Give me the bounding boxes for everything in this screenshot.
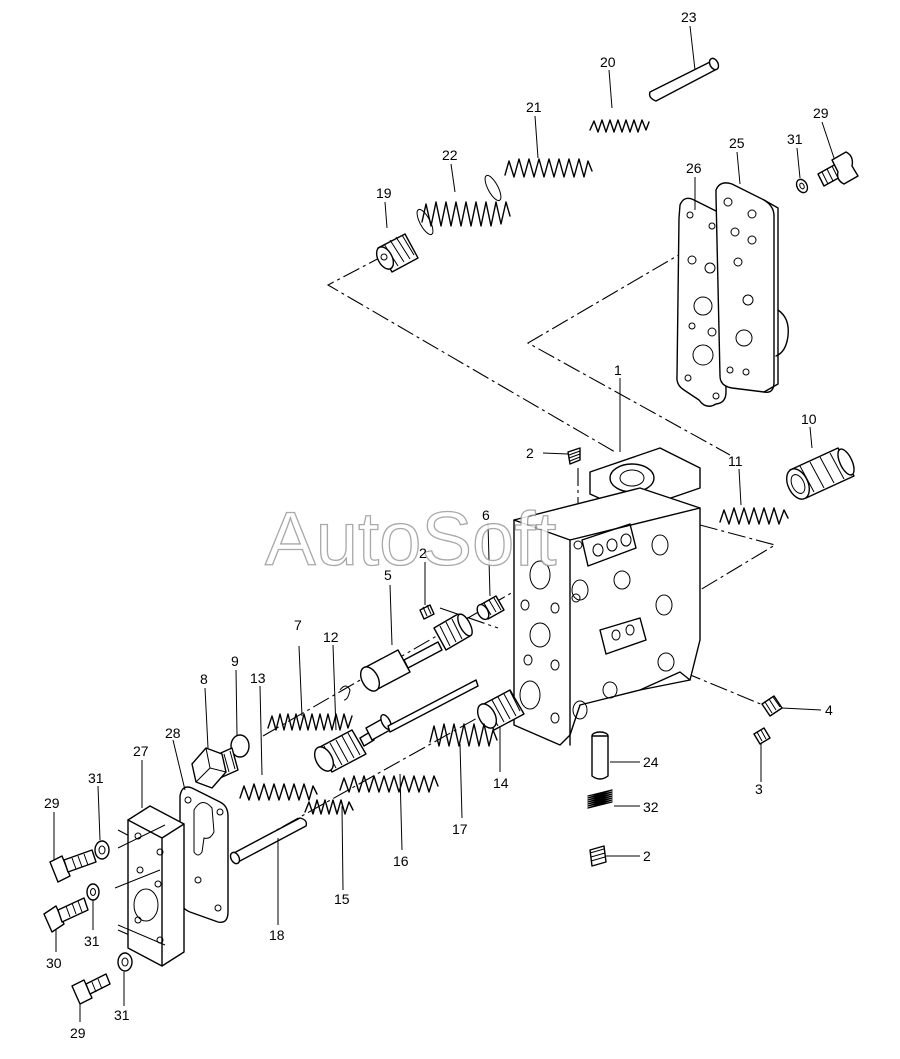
label-2-mid: 2 bbox=[419, 545, 427, 561]
part-2-plug-bottom bbox=[589, 845, 607, 867]
part-19-plug bbox=[375, 233, 419, 273]
cover-upper-right bbox=[676, 182, 789, 407]
label-27: 27 bbox=[133, 743, 149, 759]
watermark-text: AutoSoft bbox=[265, 497, 557, 582]
label-24: 24 bbox=[643, 754, 659, 770]
bolt-30-left bbox=[43, 897, 89, 933]
part-3-plug bbox=[753, 727, 771, 745]
label-11: 11 bbox=[728, 453, 743, 469]
label-28: 28 bbox=[165, 725, 181, 741]
label-15: 15 bbox=[334, 891, 350, 907]
label-6: 6 bbox=[482, 507, 490, 523]
part-10-plug bbox=[785, 447, 855, 500]
label-26: 26 bbox=[686, 160, 702, 176]
part-28-gasket bbox=[179, 786, 229, 923]
label-32: 32 bbox=[643, 799, 659, 815]
part-5-spool bbox=[359, 613, 473, 692]
leader-lines bbox=[53, 25, 835, 1022]
label-30: 30 bbox=[46, 955, 62, 971]
spool-group-upper bbox=[375, 57, 720, 273]
label-31-bottom: 31 bbox=[114, 1007, 130, 1023]
washers-31-lower bbox=[86, 840, 133, 972]
part-32-spring bbox=[587, 789, 613, 809]
part-23-rod bbox=[648, 57, 720, 102]
label-29-upper: 29 bbox=[813, 105, 829, 121]
part-2-plug-mid bbox=[419, 604, 435, 620]
part-26-gasket bbox=[676, 197, 727, 407]
label-29-bottom: 29 bbox=[70, 1025, 86, 1041]
part-25-cover bbox=[715, 182, 775, 393]
label-22: 22 bbox=[442, 147, 458, 163]
label-25: 25 bbox=[729, 135, 745, 151]
bolt-29-left bbox=[49, 849, 97, 883]
label-7: 7 bbox=[294, 617, 302, 633]
label-13: 13 bbox=[250, 670, 266, 686]
label-31-mid: 31 bbox=[84, 933, 100, 949]
label-14: 14 bbox=[493, 775, 509, 791]
label-9: 9 bbox=[231, 653, 239, 669]
label-10: 10 bbox=[801, 411, 817, 427]
part-2-plug-top bbox=[567, 447, 581, 465]
part-9-oring bbox=[230, 734, 250, 758]
label-19: 19 bbox=[376, 185, 392, 201]
label-5: 5 bbox=[384, 567, 392, 583]
part-27-cover bbox=[127, 805, 185, 967]
part-7-spring bbox=[267, 713, 353, 731]
bolt-29-upper bbox=[795, 151, 859, 194]
part-labels: 1 2 2 2 3 4 5 6 7 8 9 10 11 12 13 14 15 … bbox=[44, 9, 833, 1041]
part-18-rod bbox=[229, 817, 308, 865]
part-6-plug bbox=[476, 595, 505, 621]
bolt-guides bbox=[114, 824, 166, 946]
label-29-left: 29 bbox=[44, 795, 60, 811]
part-24-pin bbox=[591, 731, 609, 780]
label-1: 1 bbox=[614, 362, 622, 378]
part-1-valve-body bbox=[513, 447, 701, 746]
label-31-upper: 31 bbox=[787, 131, 803, 147]
part-21-spring bbox=[504, 158, 593, 178]
part-16-spring bbox=[339, 775, 439, 793]
label-3: 3 bbox=[755, 781, 763, 797]
label-16: 16 bbox=[393, 853, 409, 869]
part-7-spring-end bbox=[339, 685, 351, 701]
label-23: 23 bbox=[681, 9, 697, 25]
label-2-top: 2 bbox=[526, 445, 534, 461]
part-11-spring bbox=[719, 507, 789, 525]
part-22-spring bbox=[421, 201, 511, 227]
part-17-spring bbox=[429, 723, 498, 747]
label-2-bottom: 2 bbox=[643, 848, 651, 864]
label-18: 18 bbox=[269, 927, 285, 943]
part-8-plug bbox=[191, 747, 239, 789]
label-12: 12 bbox=[323, 629, 339, 645]
label-20: 20 bbox=[600, 54, 616, 70]
label-4: 4 bbox=[825, 702, 833, 718]
part-14-plug bbox=[476, 689, 525, 731]
label-31-left: 31 bbox=[88, 770, 104, 786]
part-4-plug bbox=[761, 695, 783, 717]
part-15-spring bbox=[304, 799, 354, 815]
part-13-spring bbox=[239, 783, 318, 801]
label-17: 17 bbox=[452, 821, 468, 837]
part-20-spring bbox=[589, 119, 650, 133]
label-8: 8 bbox=[200, 671, 208, 687]
bolt-29-bottom bbox=[71, 973, 111, 1005]
label-21: 21 bbox=[526, 99, 542, 115]
part-12-spool bbox=[313, 679, 479, 773]
